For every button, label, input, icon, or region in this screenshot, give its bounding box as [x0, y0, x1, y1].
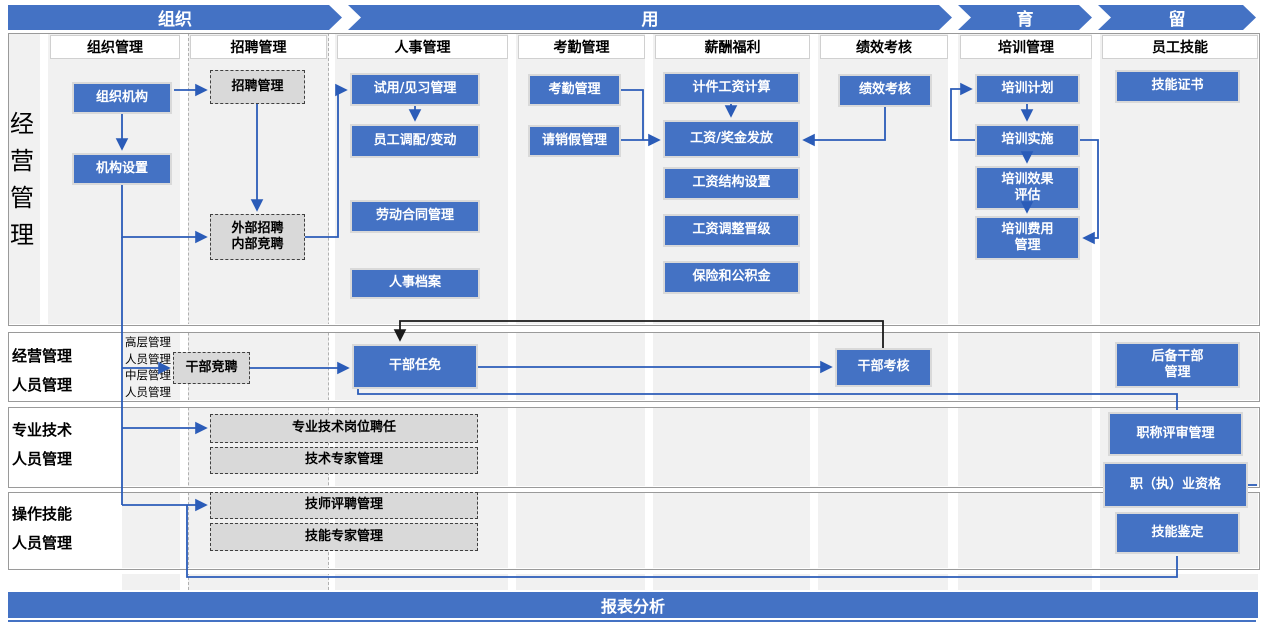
side-label-business-mgmt: 经营管理: [10, 110, 35, 249]
node-insurance-fund: 保险和公积金: [663, 261, 800, 294]
stage-arrow-use: 用: [348, 5, 952, 30]
node-leave-mgmt: 请销假管理: [528, 125, 621, 157]
node-piece-wage: 计件工资计算: [663, 72, 800, 104]
row4-label: 操作技能 人员管理: [12, 505, 73, 552]
node-train-cost: 培训费用 管理: [975, 216, 1080, 260]
node-org-structure: 组织机构: [72, 82, 172, 114]
node-technician-eval: 技师评聘管理: [210, 492, 478, 519]
node-cadre-assess: 干部考核: [835, 348, 932, 387]
node-tech-post-hire: 专业技术岗位聘任: [210, 414, 478, 443]
column-header-training: 培训管理: [960, 35, 1092, 59]
node-train-plan: 培训计划: [975, 74, 1080, 104]
node-skill-ident: 技能鉴定: [1115, 512, 1240, 554]
node-personnel-file: 人事档案: [350, 268, 480, 299]
node-attendance: 考勤管理: [528, 74, 621, 106]
stage-label: 组织: [158, 10, 192, 30]
column-header-personnel: 人事管理: [337, 35, 508, 59]
node-prof-qual: 职（执）业资格: [1103, 462, 1248, 508]
node-wage-payment: 工资/奖金发放: [663, 120, 800, 158]
node-skill-cert: 技能证书: [1115, 70, 1240, 103]
footer-label: 报表分析: [600, 597, 665, 616]
node-cadre-appoint: 干部任免: [352, 344, 478, 389]
column-header-payroll: 薪酬福利: [655, 35, 810, 59]
node-probation: 试用/见习管理: [350, 73, 480, 106]
row-label-area: [8, 324, 122, 590]
stage-arrow-organize: 组织: [8, 5, 342, 30]
stage-label: 留: [1168, 10, 1186, 30]
column-strip-side: [8, 33, 40, 324]
node-labor-contract: 劳动合同管理: [350, 200, 480, 233]
row2-label: 经营管理 人员管理: [12, 347, 73, 394]
node-skill-expert: 技能专家管理: [210, 523, 478, 551]
bottom-accent-line: [8, 620, 1256, 622]
node-wage-structure: 工资结构设置: [663, 167, 800, 200]
node-staff-transfer: 员工调配/变动: [350, 124, 480, 158]
node-tech-expert: 技术专家管理: [210, 447, 478, 474]
column-header-attendance: 考勤管理: [518, 35, 645, 59]
node-reserve-cadre: 后备干部 管理: [1115, 342, 1240, 388]
stage-arrow-retain: 留: [1098, 5, 1256, 30]
node-wage-adjust: 工资调整晋级: [663, 214, 800, 247]
footer-report-banner: 报表分析: [8, 592, 1258, 618]
column-header-performance: 绩效考核: [820, 35, 948, 59]
row2-note: 高层管理 人员管理 中层管理 人员管理: [125, 335, 171, 399]
stage-label: 育: [1016, 10, 1034, 30]
stage-arrow-develop: 育: [958, 5, 1092, 30]
band-row3-border: [8, 407, 1260, 488]
node-title-review: 职称评审管理: [1108, 412, 1243, 456]
node-train-impl: 培训实施: [975, 124, 1080, 157]
node-perf-appraisal: 绩效考核: [838, 74, 932, 107]
node-org-setup: 机构设置: [72, 153, 172, 185]
row3-label: 专业技术 人员管理: [12, 421, 73, 468]
column-header-org: 组织管理: [50, 35, 180, 59]
node-recruit-mgmt: 招聘管理: [210, 70, 305, 104]
band-row4-border: [8, 492, 1260, 570]
node-train-eval: 培训效果 评估: [975, 166, 1080, 210]
column-header-skills: 员工技能: [1102, 35, 1258, 59]
node-ext-recruit: 外部招聘 内部竞聘: [210, 214, 305, 260]
band-gap: [8, 486, 1258, 492]
stage-label: 用: [641, 10, 659, 30]
column-header-recruit: 招聘管理: [190, 35, 327, 59]
node-cadre-compete: 干部竞聘: [173, 352, 250, 384]
